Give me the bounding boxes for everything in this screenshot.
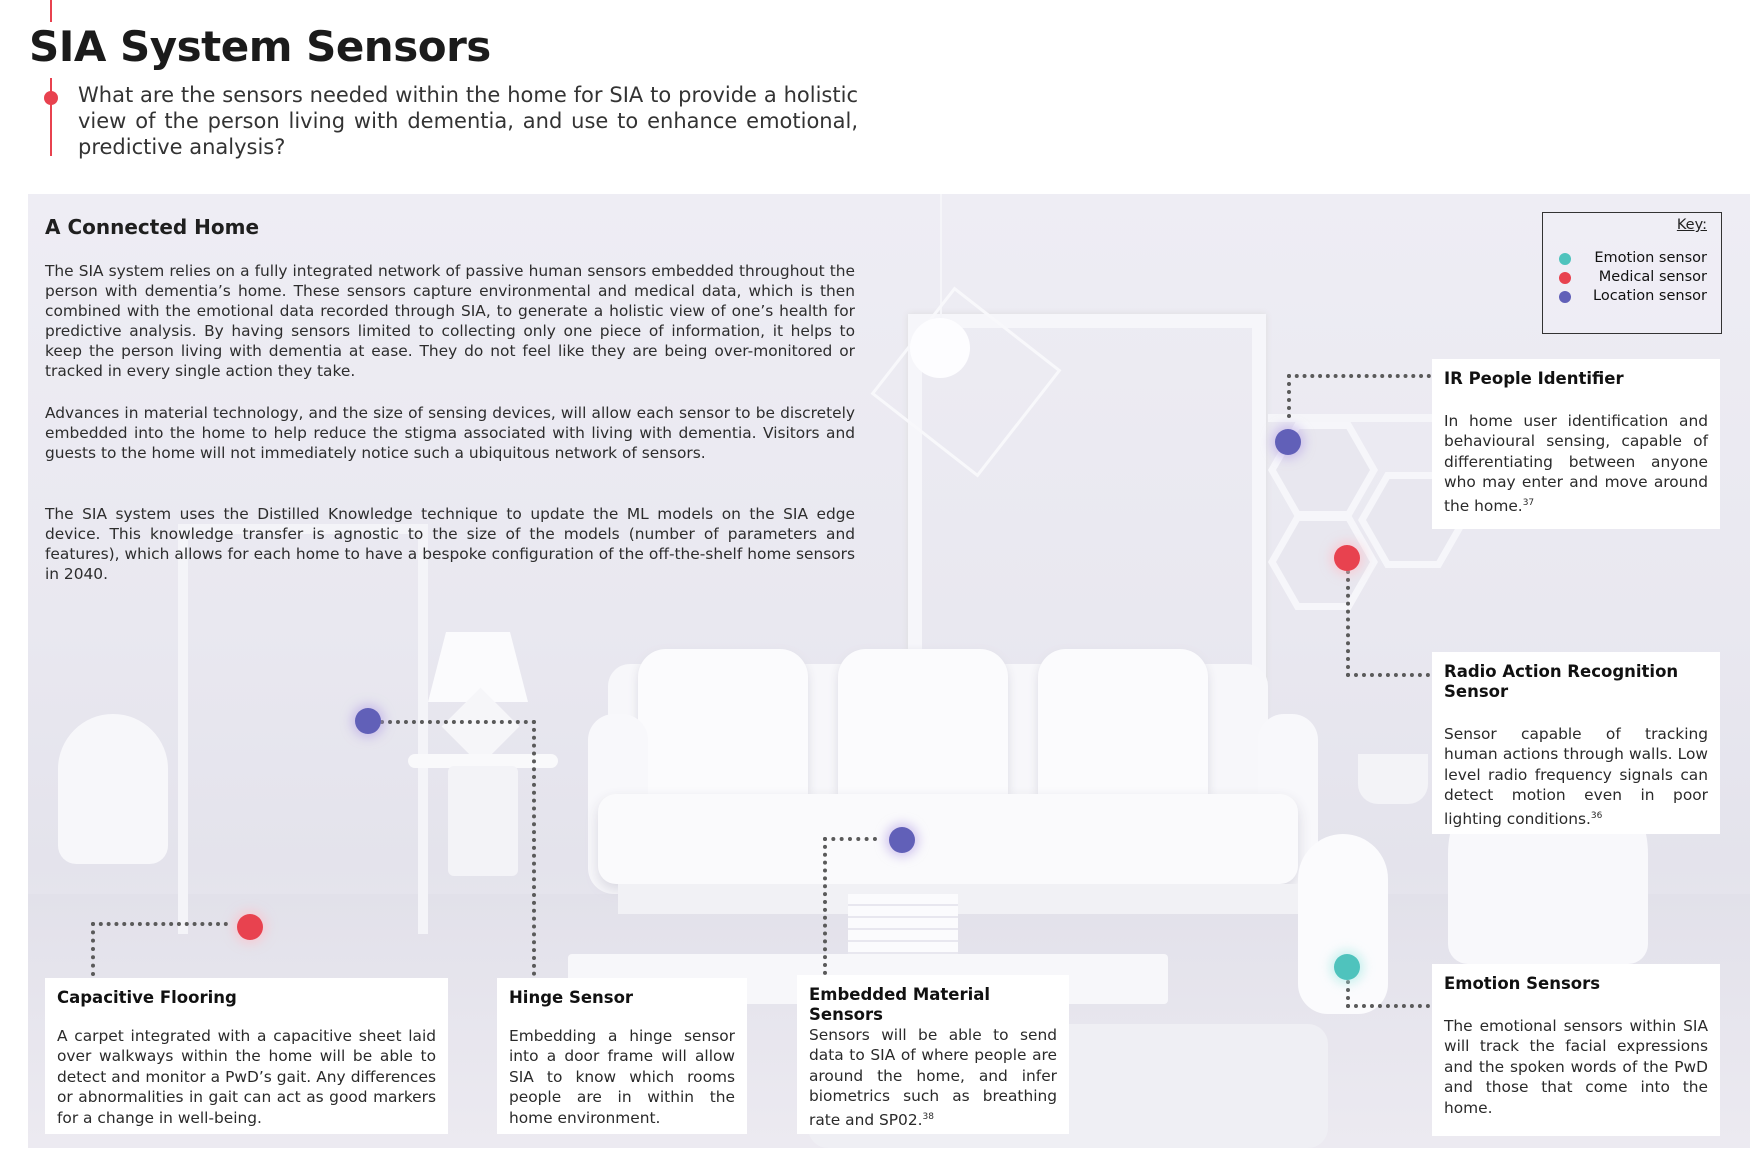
legend-item-location: Location sensor (1593, 288, 1707, 304)
intro-paragraph: Advances in material technology, and the… (45, 404, 855, 462)
card-title: Emotion Sensors (1444, 974, 1601, 993)
intro-paragraph: The SIA system uses the Distilled Knowle… (45, 505, 855, 583)
emotion-sensor-card: Emotion Sensors The emotional sensors wi… (1432, 964, 1720, 1136)
ir-sensor-marker[interactable] (1275, 429, 1301, 455)
leader-line (91, 922, 228, 976)
side-table-base (448, 766, 518, 876)
vase (1298, 834, 1388, 1014)
hinge-sensor-marker[interactable] (355, 708, 381, 734)
emotion-sensor-marker[interactable] (1334, 954, 1360, 980)
question-bullet-icon (44, 91, 58, 105)
ir-sensor-card: IR People Identifier In home user identi… (1432, 359, 1720, 529)
card-body: The emotional sensors within SIA will tr… (1444, 1017, 1708, 1117)
location-sensor-icon (1559, 291, 1571, 303)
sofa-seat (598, 794, 1298, 884)
pendant-lamp (910, 318, 970, 378)
leader-line (1287, 374, 1431, 418)
leader-line (1346, 570, 1430, 677)
sofa-base (618, 884, 1298, 914)
card-body: A carpet integrated with a capacitive sh… (57, 1027, 436, 1127)
door-frame (178, 524, 428, 934)
wall-shelf (1268, 414, 1568, 422)
book-stack (848, 894, 958, 954)
legend-title: Key: (1676, 217, 1707, 233)
card-body: Sensors will be able to send data to SIA… (809, 1026, 1057, 1129)
page-title: SIA System Sensors (29, 22, 491, 71)
legend: Key: Emotion sensor Medical sensor Locat… (1542, 212, 1722, 334)
card-title: Capacitive Flooring (57, 988, 237, 1007)
embedded-sensor-marker[interactable] (889, 827, 915, 853)
leader-line (1346, 980, 1430, 1008)
capacitive-sensor-marker[interactable] (237, 914, 263, 940)
medical-sensor-icon (1559, 272, 1571, 284)
card-body: Embedding a hinge sensor into a door fra… (509, 1027, 735, 1127)
radio-sensor-card: Radio Action Recognition Sensor Sensor c… (1432, 652, 1720, 834)
section-heading: A Connected Home (45, 215, 260, 239)
plant-pot (1358, 754, 1428, 804)
hex-shelf (1268, 514, 1378, 610)
embedded-sensor-card: Embedded Material Sensors Sensors will b… (797, 975, 1069, 1134)
radio-sensor-marker[interactable] (1334, 545, 1360, 571)
card-title: Radio Action Recognition Sensor (1444, 662, 1679, 701)
accent-tick (50, 0, 52, 22)
card-title: IR People Identifier (1444, 369, 1624, 388)
legend-item-emotion: Emotion sensor (1594, 250, 1707, 266)
hinge-sensor-card: Hinge Sensor Embedding a hinge sensor in… (497, 978, 747, 1134)
card-body: In home user identification and behaviou… (1444, 412, 1708, 515)
pendant-cord (940, 194, 942, 324)
capacitive-flooring-card: Capacitive Flooring A carpet integrated … (45, 978, 448, 1134)
card-body: Sensor capable of tracking human actions… (1444, 725, 1708, 828)
toy-dog (58, 714, 168, 864)
page-question: What are the sensors needed within the h… (78, 83, 858, 159)
intro-paragraph: The SIA system relies on a fully integra… (45, 262, 855, 380)
leader-line (380, 720, 536, 976)
card-title: Hinge Sensor (509, 988, 634, 1007)
emotion-sensor-icon (1559, 253, 1571, 265)
leader-line (823, 837, 877, 975)
question-accent-line (50, 78, 52, 156)
legend-item-medical: Medical sensor (1598, 269, 1707, 285)
side-table-top (408, 754, 558, 768)
card-title: Embedded Material Sensors (809, 985, 991, 1024)
hex-shelf (1268, 422, 1378, 518)
